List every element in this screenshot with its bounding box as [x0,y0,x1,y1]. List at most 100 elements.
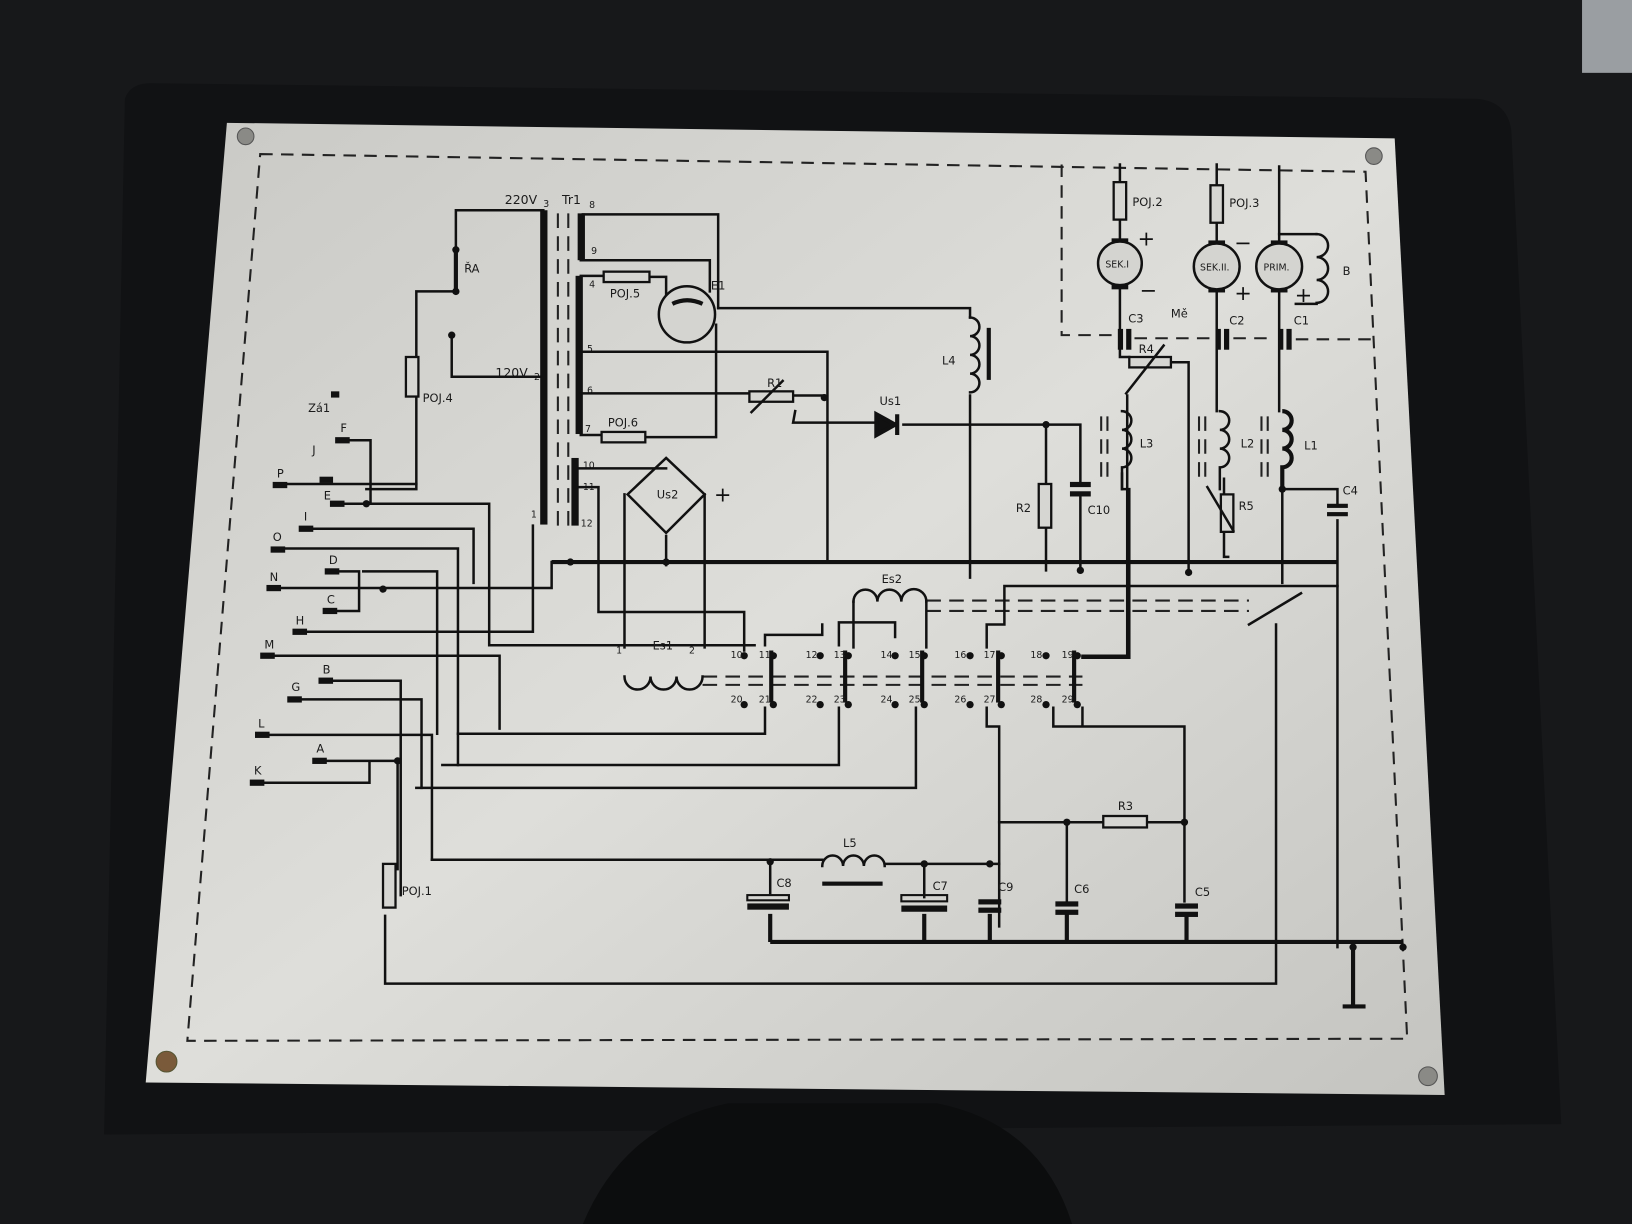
terminal-block: F J P E I O D N C H M B G L A K [249,421,350,786]
switch-ra [453,249,458,292]
label-me: Mě [1171,306,1188,320]
pin-label: 22 [806,695,818,706]
screw-icon [155,127,1438,1087]
pin-label: 28 [1030,695,1042,706]
label-c10: C10 [1088,503,1111,517]
pin-label: 24 [881,695,893,706]
pin-label: 26 [954,695,966,706]
resistor-r3 [1102,814,1149,829]
variable-arrow-icon [749,379,785,414]
resistor-r2 [1037,482,1053,529]
plus-sign: + [1138,227,1155,251]
label-es1: Es1 [653,638,673,652]
label-c1: C1 [1294,314,1309,328]
pin-label: 18 [1030,650,1042,661]
pin-label: 5 [587,344,593,355]
bridge-rectifier-us2 [625,456,707,535]
terminal-label-n: N [270,570,279,584]
metal-plate [145,122,1445,1095]
pin-label: 14 [881,650,893,661]
pin-label: 27 [984,695,996,706]
terminal-label-f: F [340,421,347,435]
terminal-label-i: I [304,509,307,523]
pin-label: 3 [543,199,549,210]
terminal-label-a: A [316,742,324,756]
pin-label: 29 [1062,695,1074,706]
pin-label: 7 [585,424,591,435]
label-c6: C6 [1074,882,1089,896]
label-poj1: POJ.1 [402,884,432,898]
pin-label: 12 [581,519,593,530]
hinge [1582,0,1632,73]
pin-label: 19 [1062,650,1074,661]
resistor-r5 [1219,493,1235,534]
label-sek2: SEK.II. [1200,263,1229,274]
label-c3: C3 [1128,312,1143,326]
pin-label: 23 [834,695,846,706]
terminal-label-o: O [273,530,282,544]
label-r3: R3 [1118,799,1133,813]
plus-sign: + [714,483,731,507]
pin-label: 11 [759,650,771,661]
diode-us1 [874,410,900,439]
label-ra: ŘA [464,261,479,276]
label-us2: Us2 [657,488,679,502]
pin-label: 13 [834,650,846,661]
pin-label: 9 [591,246,597,257]
motor-sek2: SEK.II. [1192,240,1241,293]
label-prim: PRIM. [1264,263,1290,274]
capacitor-icon [746,328,1348,917]
inductor-icon [623,232,1330,886]
label-c7: C7 [933,879,948,893]
label-sek1: SEK.I [1105,259,1129,270]
terminal-label-m: M [264,637,274,651]
pin-label: 16 [954,650,966,661]
terminal-label-p: P [277,467,284,481]
pin-label: 2 [689,646,695,657]
label-e1: E1 [711,278,726,292]
label-c4: C4 [1343,483,1358,497]
label-poj3: POJ.3 [1229,196,1259,210]
plus-sign: + [1295,283,1312,307]
label-us1: Us1 [879,394,901,408]
pin-label: 1 [531,509,537,520]
terminal-label-d: D [329,553,338,567]
terminal-label-b: B [323,662,331,676]
dashed-border [186,152,1409,1042]
motor-prim: PRIM. [1255,240,1304,293]
pin-label: 10 [731,650,743,661]
variable-arrow-icon [1205,485,1236,533]
terminal-label-j: J [311,443,315,457]
relay-pin-labels: 10 11 12 13 14 15 16 17 18 19 20 21 22 2… [731,650,1074,706]
label-c8: C8 [776,876,791,890]
label-r5: R5 [1239,499,1254,513]
pin-label: 21 [759,695,771,706]
switch-za1 [330,391,340,398]
label-l1: L1 [1304,439,1318,453]
pin-label: 17 [984,650,996,661]
pin-label: 1 [616,646,622,657]
pin-label: 15 [909,650,921,661]
relay-contacts [769,650,1077,703]
label-l4: L4 [942,353,956,367]
label-c9: C9 [998,880,1013,894]
fuse-icon [381,180,1225,909]
label-poj4: POJ.4 [423,391,453,405]
pin-label: 25 [909,695,921,706]
tube-cathode-icon [671,298,704,306]
motor-sek1: SEK.I [1096,238,1144,290]
pin-label: 4 [589,279,595,290]
label-r2: R2 [1016,501,1031,515]
label-l3: L3 [1140,437,1154,451]
terminal-label-g: G [291,680,300,694]
variable-arrow-icon [1124,343,1166,396]
pin-label: 6 [587,385,593,396]
tube-e1 [657,284,717,344]
terminal-label-l: L [258,717,265,731]
label-poj6: POJ.6 [608,416,638,430]
label-es2: Es2 [882,572,902,586]
terminal-label-h: H [296,613,305,627]
label-b: B [1343,264,1351,278]
pin-label: 12 [806,650,818,661]
